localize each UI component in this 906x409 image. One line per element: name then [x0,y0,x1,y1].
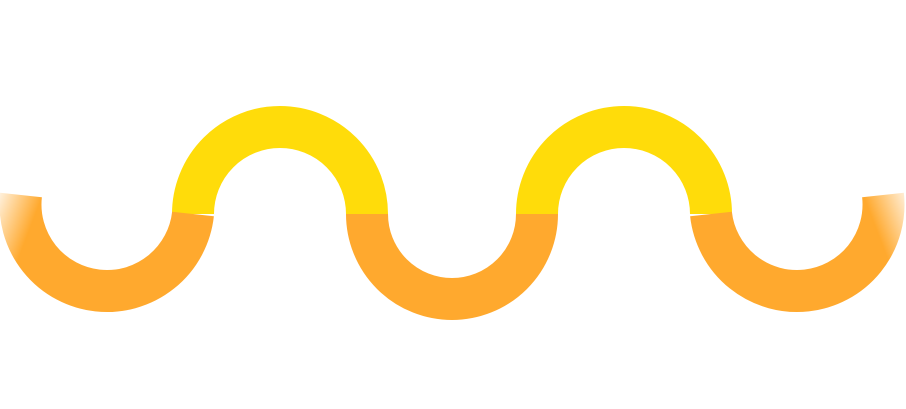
upper-arc-1 [172,106,388,215]
lower-arc-2 [346,213,558,320]
upper-arc-2 [516,106,732,215]
right-fade [836,170,906,280]
left-fade [0,170,70,280]
